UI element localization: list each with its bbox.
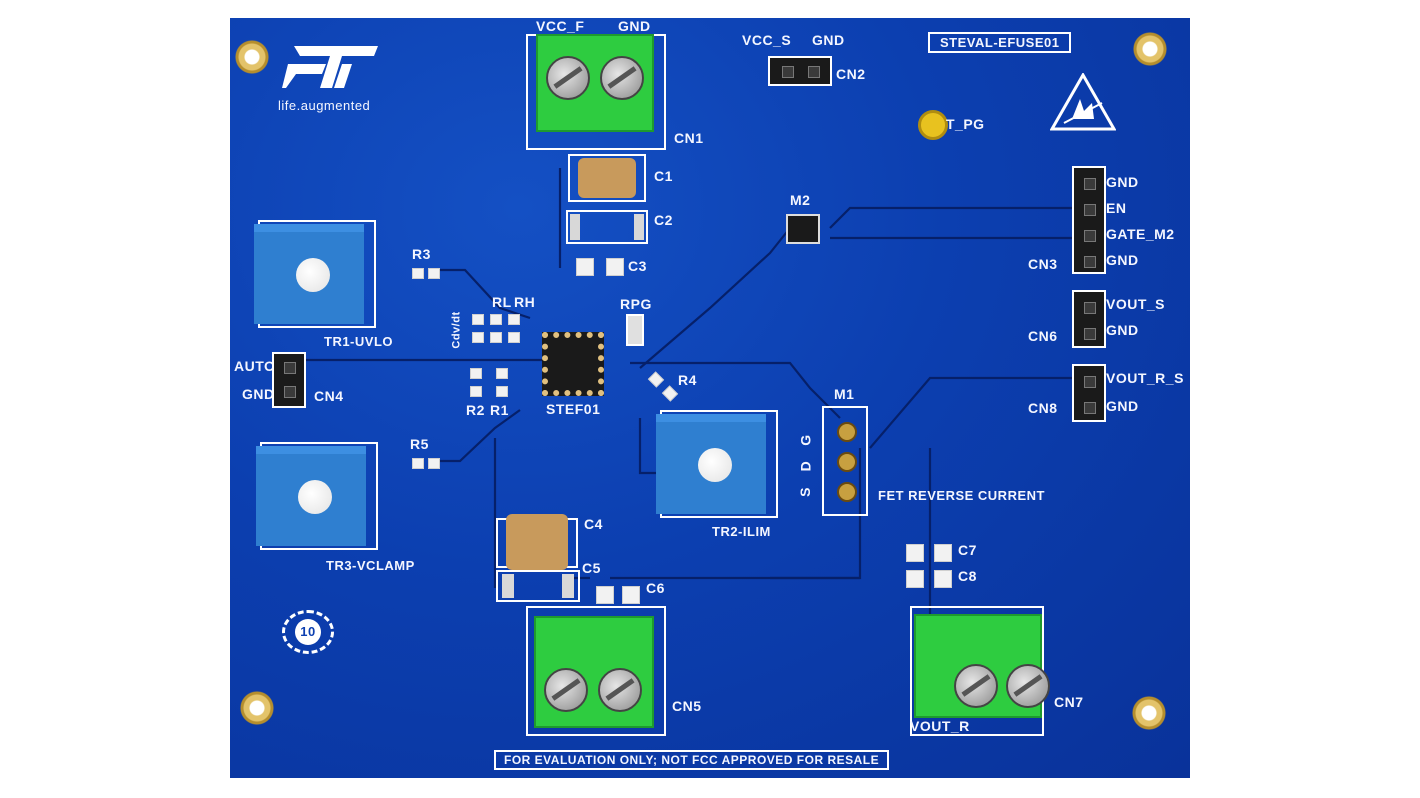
- r3-label: R3: [412, 246, 431, 262]
- lead-free-mark-icon: 10: [282, 610, 334, 654]
- header-cn2: [768, 56, 832, 86]
- cn3-pin-3: GATE_M2: [1106, 226, 1175, 242]
- cn4-label: CN4: [314, 388, 344, 404]
- cn8-pin-2: GND: [1106, 398, 1139, 414]
- cn2-gnd-label: GND: [812, 32, 845, 48]
- c5-label: C5: [582, 560, 601, 576]
- ic-label: STEF01: [546, 401, 601, 417]
- m1-label: M1: [834, 386, 855, 402]
- pad-c3-b: [606, 258, 624, 276]
- mosfet-m1: [822, 406, 868, 516]
- logo-tagline: life.augmented: [278, 98, 371, 113]
- pcb-board: life.augmented STEVAL-EFUSE01 VCC_F GND …: [230, 18, 1190, 778]
- header-cn6: [1072, 290, 1106, 348]
- r4-label: R4: [678, 372, 697, 388]
- mounting-hole-bottom-right: [1132, 696, 1166, 730]
- cn1-gnd-label: GND: [618, 18, 651, 34]
- c3-label: C3: [628, 258, 647, 274]
- m1-pin-d: D: [797, 460, 814, 472]
- cn1-vcc-label: VCC_F: [536, 18, 585, 34]
- resistor-rpg: [626, 314, 644, 346]
- cn1-label: CN1: [674, 130, 704, 146]
- mounting-hole-bottom-left: [240, 691, 274, 725]
- trimmer-tr1: [254, 220, 376, 328]
- footer-text: FOR EVALUATION ONLY; NOT FCC APPROVED FO…: [504, 753, 880, 767]
- trimmer-knob-icon: [296, 258, 330, 292]
- m1-pin-g: G: [797, 434, 814, 446]
- test-point-t-pg: [918, 110, 948, 140]
- rh-label: RH: [514, 294, 536, 310]
- capacitor-c1: [568, 154, 646, 202]
- esd-warning-icon: [1050, 73, 1116, 131]
- cn2-label: CN2: [836, 66, 866, 82]
- test-point-label: T_PG: [946, 116, 985, 132]
- tr2-label: TR2-ILIM: [712, 524, 771, 539]
- pcb-traces: [280, 168, 1080, 698]
- cn6-pin-2: GND: [1106, 322, 1139, 338]
- cn7-label: CN7: [1054, 694, 1084, 710]
- m1-pin-s: S: [796, 487, 813, 497]
- c1-label: C1: [654, 168, 673, 184]
- capacitor-c5: [496, 570, 580, 602]
- c6-label: C6: [646, 580, 665, 596]
- cn3-pin-1: GND: [1106, 174, 1139, 190]
- mounting-hole-top-left: [235, 40, 269, 74]
- ic-stef01: [542, 332, 604, 396]
- r2-label: R2: [466, 402, 485, 418]
- cn6-pin-1: VOUT_S: [1106, 296, 1166, 312]
- cn3-pin-2: EN: [1106, 200, 1127, 216]
- cn8-label: CN8: [1028, 400, 1058, 416]
- trimmer-knob-icon: [298, 480, 332, 514]
- cn3-label: CN3: [1028, 256, 1058, 272]
- header-cn8: [1072, 364, 1106, 422]
- cn4-pin-2: GND: [242, 386, 275, 402]
- tr3-label: TR3-VCLAMP: [326, 558, 415, 573]
- cn4-pin-1: AUTO: [234, 358, 276, 374]
- c7-label: C7: [958, 542, 977, 558]
- rl-label: RL: [492, 294, 512, 310]
- rpg-label: RPG: [620, 296, 652, 312]
- c8-label: C8: [958, 568, 977, 584]
- board-name-box: STEVAL-EFUSE01: [928, 32, 1072, 53]
- m2-label: M2: [790, 192, 811, 208]
- tr1-label: TR1-UVLO: [324, 334, 393, 349]
- capacitor-c2: [566, 210, 648, 244]
- mounting-hole-top-right: [1133, 32, 1167, 66]
- screw-icon: [544, 668, 588, 712]
- trimmer-knob-icon: [698, 448, 732, 482]
- screw-icon: [546, 56, 590, 100]
- trimmer-tr3: [256, 442, 378, 550]
- cn3-pin-4: GND: [1106, 252, 1139, 268]
- lead-free-mark-value: 10: [295, 619, 321, 645]
- cn2-vcc-label: VCC_S: [742, 32, 792, 48]
- mosfet-m2: [786, 214, 820, 244]
- cn8-pin-1: VOUT_R_S: [1106, 370, 1184, 386]
- screw-icon: [1006, 664, 1050, 708]
- c4-label: C4: [584, 516, 603, 532]
- header-cn3: [1072, 166, 1106, 274]
- r5-label: R5: [410, 436, 429, 452]
- screw-icon: [600, 56, 644, 100]
- fet-label: FET REVERSE CURRENT: [878, 488, 1045, 503]
- r1-label: R1: [490, 402, 509, 418]
- cn5-label: CN5: [672, 698, 702, 714]
- cn7-sub-label: VOUT_R: [910, 718, 970, 734]
- c2-label: C2: [654, 212, 673, 228]
- st-logo-icon: [282, 46, 378, 88]
- header-cn4: [272, 352, 306, 408]
- cdvdt-label: Cdv/dt: [450, 311, 463, 349]
- footer-notice: FOR EVALUATION ONLY; NOT FCC APPROVED FO…: [494, 750, 890, 770]
- trimmer-tr2: [656, 410, 778, 518]
- board-name: STEVAL-EFUSE01: [940, 35, 1060, 50]
- cn6-label: CN6: [1028, 328, 1058, 344]
- screw-icon: [598, 668, 642, 712]
- pad-c3-a: [576, 258, 594, 276]
- screw-icon: [954, 664, 998, 708]
